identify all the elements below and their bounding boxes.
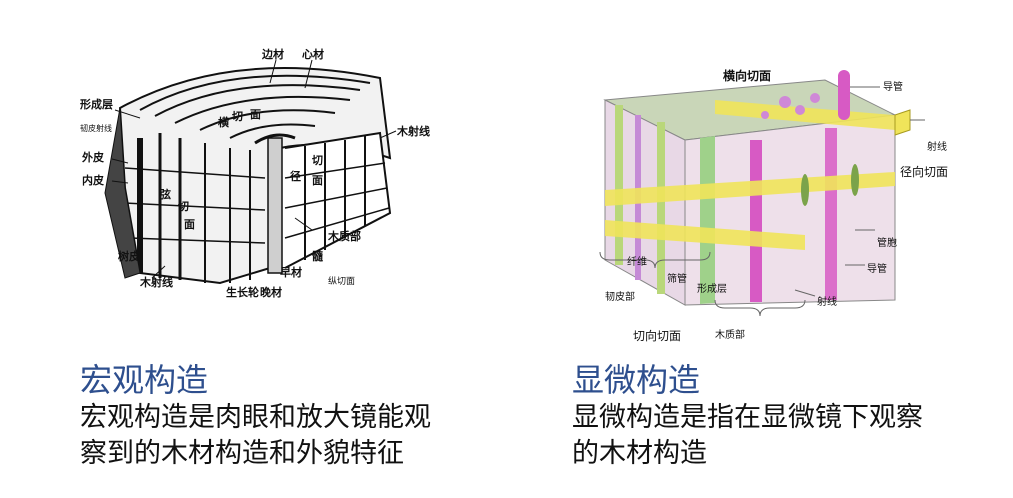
- label-bark: 树皮: [118, 249, 140, 263]
- label-cross-3: 面: [250, 108, 261, 121]
- label-cross-section: 横向切面: [723, 68, 771, 83]
- label-outer-bark: 外皮: [81, 150, 104, 164]
- micro-description-line-2: 的木材构造: [572, 438, 707, 469]
- label-sapwood: 边材: [261, 47, 284, 61]
- log-illustration: [104, 67, 392, 285]
- label-fiber: 纤维: [627, 255, 647, 268]
- macro-heading: 宏观构造: [80, 361, 209, 399]
- label-latewood: 晚材: [260, 285, 282, 299]
- label-ray: 射线: [927, 140, 947, 153]
- label-tangential-3: 面: [184, 218, 195, 231]
- macro-description: 宏观构造是肉眼和放大镜能观 察到的木材构造和外貌特征: [80, 400, 431, 472]
- label-ray-bottom: 射线: [817, 295, 837, 308]
- label-vessel-bottom: 导管: [867, 262, 887, 275]
- label-earlywood: 早材: [280, 265, 302, 279]
- micro-description: 显微构造是指在显微镜下观察 的木材构造: [572, 400, 923, 472]
- label-radial-1: 径: [290, 169, 301, 183]
- macro-description-line-2: 察到的木材构造和外貌特征: [80, 438, 404, 469]
- micro-structure-figure: 横向切面 导管 射线 径向切面 纤维 筛管 管胞 导管 韧皮部 形成层 射线 切…: [565, 60, 955, 345]
- label-inner-bark: 内皮: [82, 173, 104, 187]
- label-cambium: 形成层: [80, 97, 113, 111]
- label-xylem: 木质部: [327, 229, 361, 243]
- wood-block-illustration: [603, 70, 911, 306]
- label-radial-3: 面: [312, 174, 323, 187]
- macro-structure-figure: 边材 心材 形成层 韧皮射线 外皮 内皮 树皮 木射线 木射线 横 切 面 径 …: [80, 38, 450, 308]
- label-growth-ring: 生长轮: [226, 285, 259, 299]
- label-tangential-section: 切向切面: [633, 328, 681, 343]
- leader-lines: [111, 59, 397, 279]
- label-xylem: 木质部: [715, 328, 745, 341]
- label-cross-1: 横: [218, 115, 230, 129]
- micro-heading: 显微构造: [572, 361, 701, 399]
- label-radial-2: 切: [312, 154, 323, 167]
- leader-lines: [599, 86, 925, 317]
- label-phloem-ray: 韧皮射线: [80, 123, 112, 133]
- label-phloem: 韧皮部: [605, 290, 635, 303]
- label-tangential-2: 切: [178, 200, 189, 213]
- label-xylem-ray-top: 木射线: [396, 124, 430, 138]
- label-cross-section: 纵切面: [328, 276, 355, 287]
- label-xylem-ray-bottom: 木射线: [139, 275, 173, 289]
- label-cambium: 形成层: [697, 283, 727, 295]
- label-tangential-1: 弦: [160, 187, 171, 201]
- label-sieve-tube: 筛管: [667, 272, 687, 285]
- label-cross-2: 切: [232, 110, 243, 123]
- macro-description-line-1: 宏观构造是肉眼和放大镜能观: [80, 402, 431, 433]
- label-pith: 髓: [312, 249, 324, 263]
- label-radial-section: 径向切面: [900, 164, 948, 179]
- micro-description-line-1: 显微构造是指在显微镜下观察: [572, 402, 923, 433]
- label-parenchyma: 管胞: [877, 236, 897, 249]
- label-heartwood: 心材: [302, 47, 324, 61]
- label-vessel-top: 导管: [883, 80, 903, 93]
